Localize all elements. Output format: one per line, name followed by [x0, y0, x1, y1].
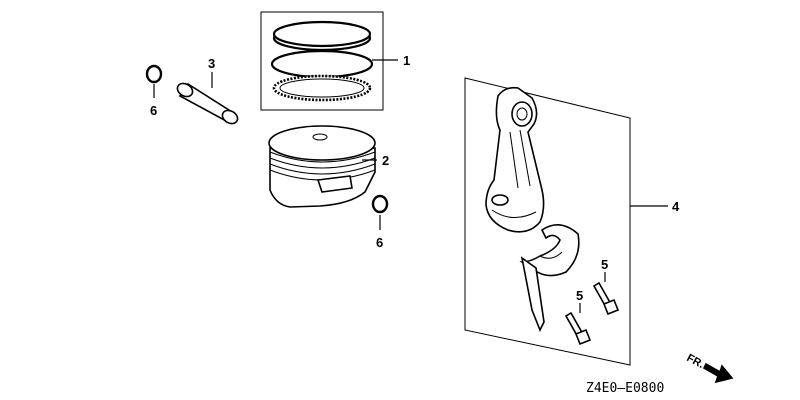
callout-4: 4 [672, 199, 680, 214]
rod-assembly-frame [464, 77, 631, 366]
connecting-rod [485, 86, 545, 233]
rod-bolt-upper [592, 272, 620, 316]
pin-clip-left [145, 64, 163, 98]
piston [268, 125, 377, 208]
callout-3: 3 [208, 56, 215, 71]
callout-6-right: 6 [376, 235, 383, 250]
rod-bolt-lower [564, 303, 592, 346]
callout-5-lower: 5 [576, 288, 583, 303]
pin-clip-right [371, 194, 389, 230]
drawing-code: Z4E0–E0800 [586, 381, 664, 396]
callout-1: 1 [403, 53, 410, 68]
piston-ring-set [260, 11, 398, 111]
front-direction-arrow [702, 362, 734, 384]
direction-label: FR. [685, 352, 706, 371]
callout-5-upper: 5 [601, 257, 608, 272]
callout-2: 2 [382, 153, 389, 168]
piston-pin [176, 72, 239, 125]
rod-cap [519, 224, 580, 332]
ring-set-frame [260, 11, 384, 111]
callout-6-left: 6 [150, 103, 157, 118]
